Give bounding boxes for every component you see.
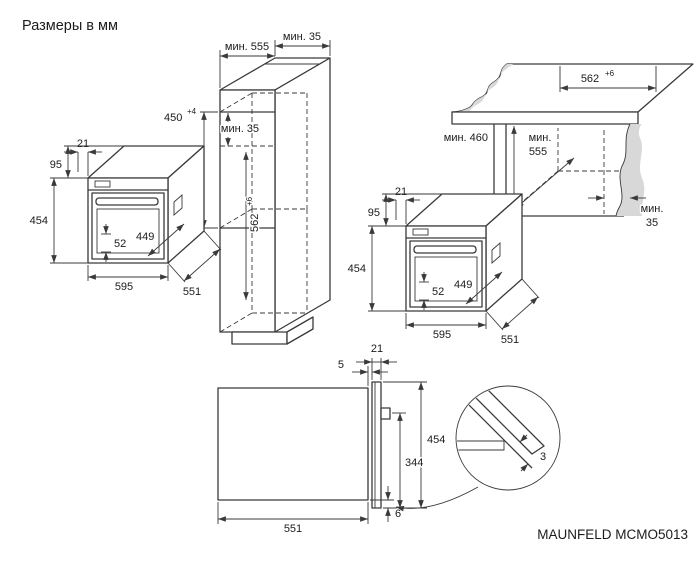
front-view-art (217, 381, 391, 509)
side-torn-shade (616, 124, 645, 216)
dim-front-gap-5: 5 (336, 358, 388, 386)
front-view-diagram: 21 5 454 344 6 551 (217, 342, 447, 537)
dim-front-height-454: 454 (383, 381, 447, 509)
dim-label-562-base: 562 (581, 73, 599, 85)
oven-body-side (217, 387, 369, 501)
dim-label-back-35-value: 35 (646, 217, 658, 229)
dim-base-back-clearance-35: мин. 35 (588, 195, 665, 231)
base-cabinet-diagram: 562 +6 мин. 460 мин. 555 мин. 35 (442, 63, 694, 231)
base-hidden-lines (505, 128, 622, 217)
dim-tall-niche-height-450: 450 +4 (163, 106, 218, 229)
door-section-band (457, 387, 545, 455)
tall-cabinet-art (219, 57, 331, 345)
detail-section-art (457, 387, 545, 469)
detail-leader-line (395, 486, 479, 512)
dim-base-depth-562: 562 +6 (559, 66, 657, 92)
dim-label-450: 450 (164, 112, 182, 124)
dim-front-bottom-gap-6: 6 (370, 486, 403, 522)
model-label: MAUNFELD MCMO5013 (537, 527, 688, 542)
dim-base-niche-height-460: мин. 460 (442, 126, 517, 214)
worktop-front-edge (451, 111, 639, 125)
dim-label-min-word: мин. (529, 132, 552, 144)
handle-profile (380, 407, 391, 420)
dim-label-fv-6: 6 (395, 508, 401, 520)
dim-tall-niche-depth-562: 562 +6 (243, 152, 263, 300)
side-torn-edge (615, 123, 631, 217)
tall-cabinet-diagram: мин. 555 мин. 35 450 +4 мин. 35 562 +6 (163, 30, 331, 345)
dim-label-fv-21: 21 (371, 343, 383, 355)
oven-isometric-right (348, 186, 539, 346)
dim-tall-depth-min-555: мин. 555 (219, 40, 276, 88)
dim-label-detail-3: 3 (540, 451, 546, 463)
page-title: Размеры в мм (22, 18, 118, 34)
dim-label-562-tol: +6 (245, 196, 254, 206)
plinth-front (231, 331, 288, 345)
dim-label-555-value: 555 (529, 146, 547, 158)
oven-isometric-left (30, 138, 221, 298)
cabinet-side-face (274, 57, 331, 333)
dim-label-min-35-inner: мин. 35 (221, 123, 259, 135)
detail-circle (455, 385, 561, 491)
dim-label-min-555: мин. 555 (225, 41, 269, 53)
cabinet-section-bar (457, 440, 505, 451)
dim-label-back-min-word: мин. (641, 203, 664, 215)
dim-detail-gap-3: 3 (519, 434, 548, 472)
niche-hidden-lines (219, 92, 308, 333)
dim-label-fv-344: 344 (405, 457, 423, 469)
dim-label-fv-5: 5 (338, 359, 344, 371)
dim-label-562-base-tol: +6 (605, 69, 615, 78)
dim-front-door-thickness-21: 21 (356, 342, 397, 380)
dim-tall-inner-clearance-35: мин. 35 (219, 113, 261, 146)
dim-label-min-35-top: мин. 35 (283, 31, 321, 43)
dim-label-fv-551: 551 (284, 523, 302, 535)
dim-label-min-460: мин. 460 (444, 132, 488, 144)
dim-label-fv-454: 454 (427, 434, 445, 446)
dim-tall-top-clearance-35: мин. 35 (275, 30, 331, 56)
dim-front-handle-height-344: 344 (392, 412, 425, 508)
plinth-side (286, 316, 314, 345)
base-cabinet-art (451, 63, 694, 217)
dim-front-depth-551: 551 (217, 502, 369, 537)
dim-label-450-tol: +4 (187, 107, 197, 116)
dim-base-depth-min-555: мин. 555 (515, 131, 575, 209)
door-profile (371, 381, 382, 509)
dim-label-562: 562 (249, 214, 261, 232)
